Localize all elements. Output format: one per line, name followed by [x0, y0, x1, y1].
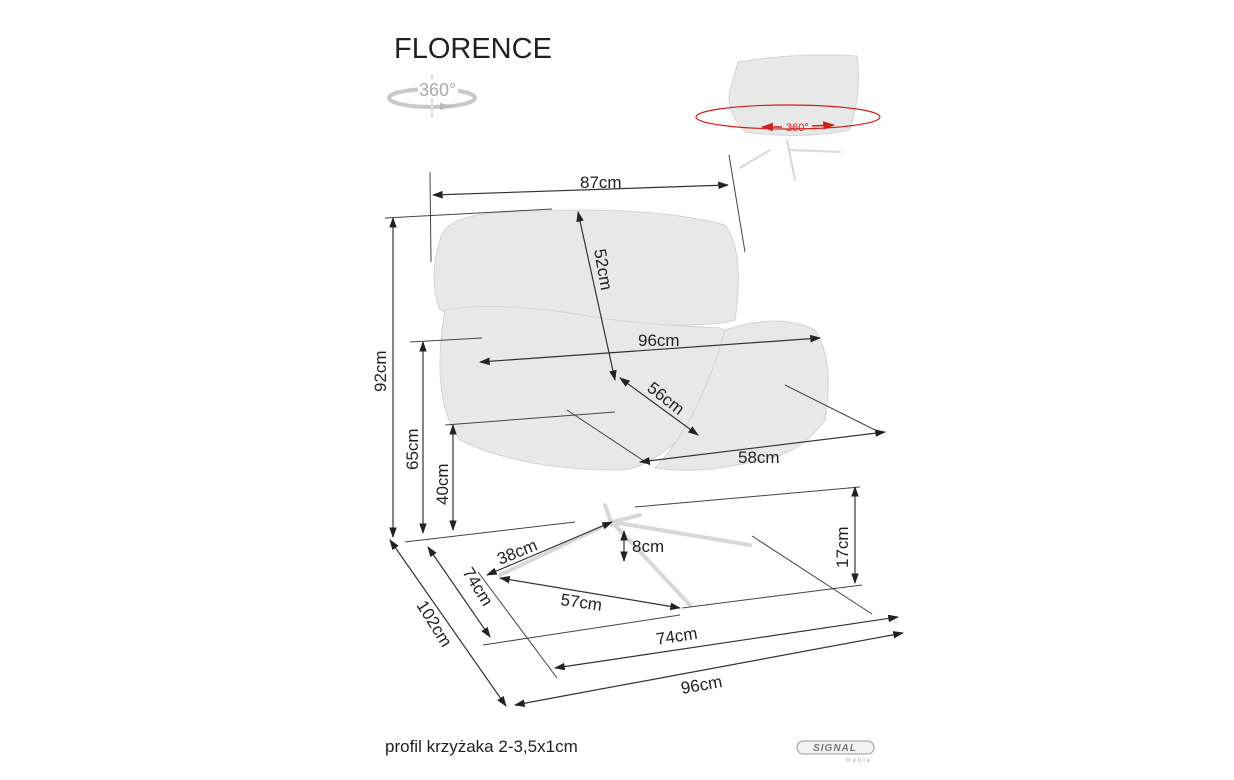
dim-seat-width: 58cm	[738, 448, 780, 467]
preview-rotation-label: 360°	[786, 122, 809, 134]
dim-armrest-width: 96cm	[638, 331, 680, 350]
dim-total-height: 92cm	[371, 350, 390, 392]
logo-sub: meble	[846, 758, 872, 764]
rotation-preview-chair: 360°	[695, 54, 881, 181]
logo-name: SIGNAL	[813, 743, 857, 754]
footer-note: profil krzyżaka 2-3,5x1cm	[385, 737, 578, 756]
product-title: FLORENCE	[394, 33, 552, 65]
dim-armrest-height: 65cm	[403, 428, 422, 470]
signal-logo: SIGNAL meble	[796, 740, 875, 764]
dim-base-height: 8cm	[632, 537, 664, 556]
rotation-badge-text: 360°	[419, 80, 456, 100]
rotation-360-icon: 360°	[387, 74, 477, 118]
dim-base-depth: 74cm	[459, 564, 497, 609]
dim-leg-length: 38cm	[494, 536, 540, 569]
dim-backrest-width: 87cm	[580, 173, 622, 192]
dimension-lines	[389, 181, 905, 707]
dim-base-width: 74cm	[655, 624, 699, 649]
dim-total-width: 96cm	[679, 672, 723, 698]
dim-total-depth: 102cm	[413, 597, 456, 650]
dim-seat-height: 40cm	[433, 463, 452, 505]
dim-base-clearance: 17cm	[833, 526, 852, 568]
